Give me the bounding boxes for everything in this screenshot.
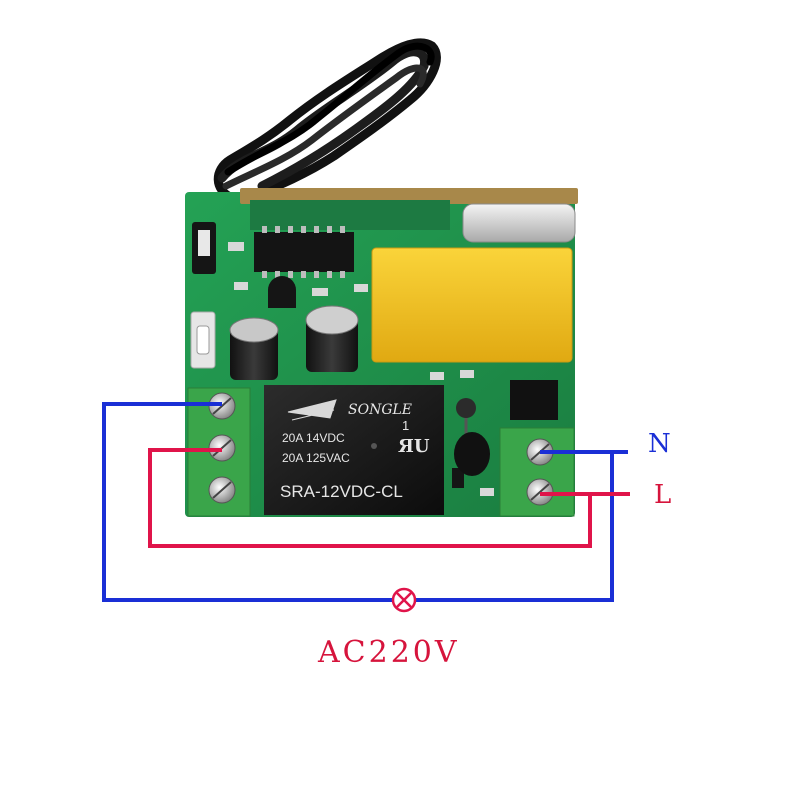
push-button-cap (196, 325, 210, 355)
neutral-wire (102, 402, 628, 602)
jumper-cap (198, 230, 210, 256)
inductor (454, 398, 490, 476)
live-wire (148, 448, 630, 548)
relay-model: SRA-12VDC-CL (280, 482, 403, 501)
film-capacitor (371, 247, 573, 363)
relay-mark-digit: 1 (402, 418, 409, 433)
relay-brand: SONGLE (348, 402, 412, 418)
live-label: L (654, 480, 671, 510)
regulator (510, 380, 558, 420)
relay-dot (371, 443, 377, 449)
supply-label: AC220V (317, 635, 460, 670)
rf-module-board (250, 200, 450, 230)
capacitor-left (229, 317, 279, 380)
ic-pins (262, 226, 345, 278)
relay-logo-icon (287, 399, 337, 421)
lamp-icon (391, 587, 417, 613)
neutral-label: N (648, 429, 671, 459)
crystal-oscillator (462, 203, 576, 243)
smd-components (228, 242, 494, 496)
relay-rating-dc: 20A 14VDC (282, 431, 345, 445)
transistor (268, 276, 296, 308)
antenna-coil (213, 38, 441, 203)
relay-rating-ac: 20A 125VAC (282, 451, 350, 465)
capacitor-right (305, 305, 359, 372)
relay-cert-icon: ЯU (398, 436, 430, 457)
relay: SONGLE 20A 14VDC 20A 125VAC 1 ЯU SRA-12V… (264, 385, 444, 515)
right-terminal-block (499, 427, 575, 517)
ic-chip (254, 232, 354, 272)
